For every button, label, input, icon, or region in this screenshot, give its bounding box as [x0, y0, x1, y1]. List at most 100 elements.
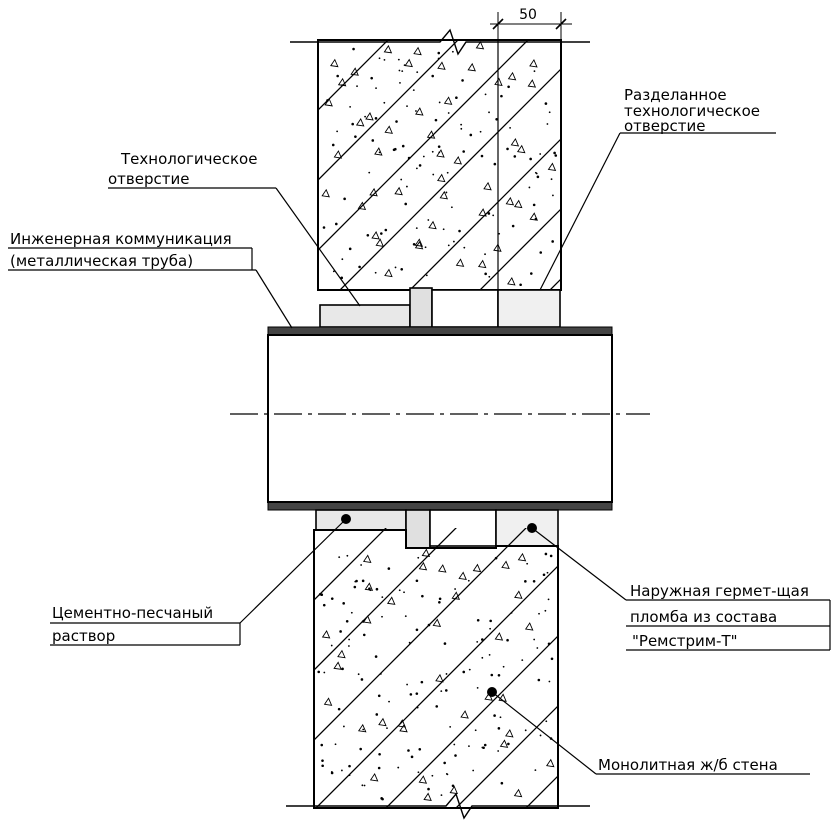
aggregate-dot	[553, 151, 556, 155]
aggregate-triangle	[423, 792, 432, 802]
aggregate-dot	[397, 766, 400, 769]
aggregate-dot	[415, 579, 419, 583]
aggregate-dot	[484, 272, 487, 276]
aggregate-dot	[375, 713, 379, 716]
aggregate-dot	[338, 556, 341, 559]
aggregate-dot	[401, 70, 404, 73]
aggregate-dot	[431, 150, 434, 153]
aggregate-dot	[554, 154, 558, 157]
aggregate-dot	[368, 171, 371, 174]
aggregate-dot	[317, 670, 321, 674]
aggregate-dot	[415, 227, 418, 230]
callout-tech-hole: Технологическое отверстие	[108, 150, 361, 307]
aggregate-dot	[506, 638, 509, 642]
aggregate-dot	[488, 111, 490, 114]
aggregate-dot	[502, 665, 505, 668]
aggregate-dot	[427, 787, 430, 791]
aggregate-dot	[551, 240, 554, 243]
aggregate-triangle	[386, 596, 396, 605]
aggregate-dot	[360, 678, 364, 681]
aggregate-dot	[542, 573, 546, 577]
dimension-50: 50	[490, 7, 572, 40]
aggregate-dot	[530, 272, 533, 275]
aggregate-triangle	[374, 147, 383, 156]
aggregate-dot	[408, 641, 411, 644]
aggregate-dot	[492, 214, 495, 217]
aggregate-triangle	[418, 561, 428, 571]
aggregate-dot	[332, 270, 335, 273]
aggregate-dot	[440, 690, 443, 693]
label-sealed-hole-line3: отверстие	[624, 117, 705, 135]
aggregate-dot	[550, 657, 554, 661]
aggregate-dot	[377, 766, 381, 770]
aggregate-dot	[348, 645, 350, 647]
upper-wall-section	[290, 28, 590, 291]
aggregate-dot	[460, 123, 463, 126]
aggregate-dot	[538, 612, 540, 615]
aggregate-dot	[453, 743, 456, 746]
aggregate-dot	[417, 556, 420, 559]
cement-mortar-fill-bottom	[315, 509, 407, 531]
label-outer-seal-line3: "Ремстрим-Т"	[632, 632, 738, 650]
aggregate-dot	[519, 283, 522, 287]
aggregate-triangle	[505, 196, 515, 206]
aggregate-dot	[415, 110, 417, 112]
aggregate-dot	[438, 600, 441, 604]
aggregate-dot	[427, 219, 430, 221]
aggregate-triangle	[362, 554, 372, 563]
aggregate-dot	[431, 774, 434, 777]
aggregate-dot	[345, 619, 349, 623]
aggregate-dot	[479, 130, 482, 133]
aggregate-dot	[420, 680, 424, 684]
aggregate-triangle	[524, 622, 534, 631]
aggregate-triangle	[478, 208, 487, 217]
aggregate-dot	[445, 191, 448, 194]
aggregate-dot	[489, 627, 492, 630]
lower-wall-hatch	[314, 528, 558, 808]
aggregate-dot	[398, 589, 401, 592]
aggregate-triangle	[426, 130, 436, 139]
aggregate-dot	[443, 761, 446, 765]
aggregate-dot	[388, 700, 390, 703]
aggregate-dot	[334, 222, 338, 226]
aggregate-dot	[381, 596, 384, 598]
aggregate-dot	[451, 50, 454, 53]
aggregate-triangle	[384, 268, 393, 278]
aggregate-dot	[446, 171, 449, 174]
aggregate-dot	[416, 71, 419, 74]
aggregate-triangle	[435, 673, 444, 683]
aggregate-triangle	[546, 758, 555, 768]
aggregate-dot	[357, 673, 360, 676]
aggregate-dot	[374, 655, 378, 658]
aggregate-dot	[462, 670, 466, 674]
aggregate-triangle	[455, 258, 465, 267]
aggregate-dot	[371, 139, 375, 142]
aggregate-triangle	[527, 79, 537, 88]
aggregate-dot	[330, 644, 333, 647]
aggregate-dot	[526, 562, 529, 565]
aggregate-dot	[544, 609, 547, 612]
aggregate-triangle	[378, 717, 387, 727]
aggregate-triangle	[513, 199, 523, 209]
aggregate-dot	[383, 58, 386, 61]
aggregate-dot	[547, 642, 551, 646]
aggregate-dot	[529, 157, 532, 161]
aggregate-dot	[493, 162, 497, 166]
aggregate-triangle	[432, 618, 442, 627]
aggregate-dot	[548, 111, 551, 114]
aggregate-dot	[421, 594, 424, 598]
aggregate-dot	[397, 58, 400, 61]
aggregate-dot	[361, 784, 364, 787]
lower-wall-section	[286, 528, 590, 820]
aggregate-dot	[455, 96, 458, 99]
aggregate-dot	[507, 85, 510, 89]
aggregate-dot	[454, 754, 457, 757]
aggregate-dot	[348, 764, 351, 768]
aggregate-dot	[552, 194, 554, 197]
aggregate-triangle	[399, 723, 408, 733]
aggregate-dot	[341, 667, 344, 671]
aggregate-dot	[498, 232, 501, 235]
callout-outer-seal: Наружная гермет-щая пломба из состава "Р…	[531, 527, 831, 651]
aggregate-dot	[361, 620, 365, 623]
